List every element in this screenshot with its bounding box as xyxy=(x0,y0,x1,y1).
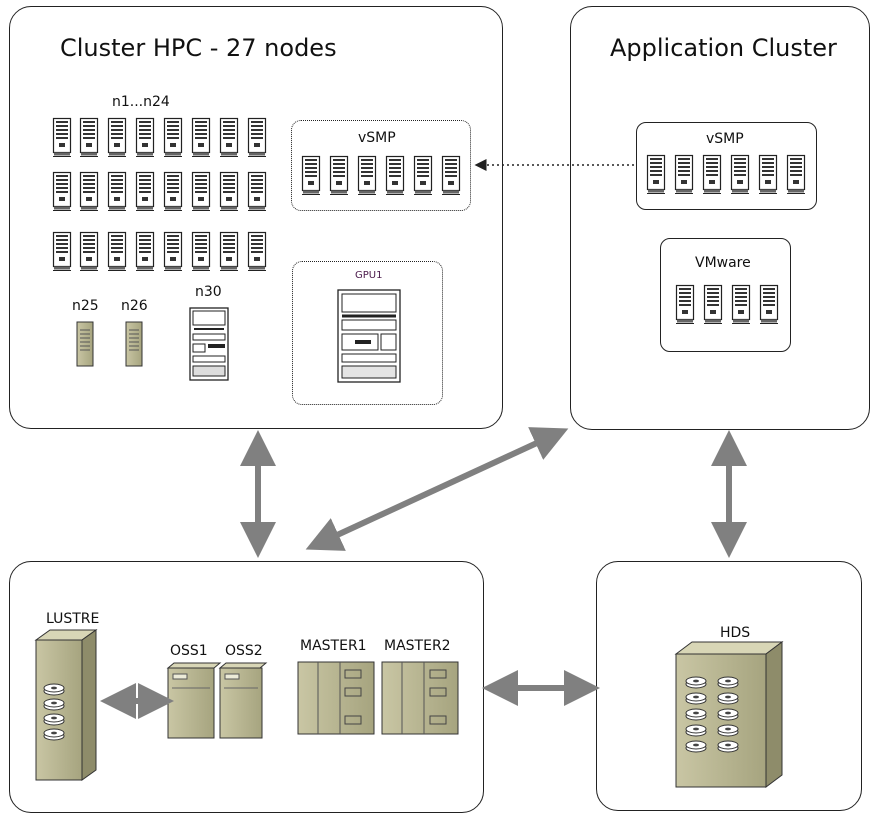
application-cluster-panel xyxy=(570,6,870,430)
vmware-label: VMware xyxy=(695,255,751,271)
master2-label: MASTER2 xyxy=(384,638,451,654)
storage-app-arrow xyxy=(305,427,569,551)
hds-panel xyxy=(596,561,862,811)
hpc-vsmp-group xyxy=(291,120,471,211)
hpc-vsmp-label: vSMP xyxy=(358,130,396,146)
n25-label: n25 xyxy=(72,298,99,314)
gpu-label: GPU1 xyxy=(355,270,383,281)
app-vsmp-label: vSMP xyxy=(706,131,744,147)
gpu-group xyxy=(292,261,443,405)
lustre-label: LUSTRE xyxy=(46,611,100,627)
oss1-label: OSS1 xyxy=(170,643,208,659)
master1-label: MASTER1 xyxy=(300,638,367,654)
n30-label: n30 xyxy=(195,284,222,300)
nodes-range-label: n1...n24 xyxy=(112,94,170,110)
application-cluster-title: Application Cluster xyxy=(610,34,837,62)
n26-label: n26 xyxy=(121,298,148,314)
hds-label: HDS xyxy=(720,625,751,641)
storage-panel xyxy=(9,561,484,813)
hpc-cluster-title: Cluster HPC - 27 nodes xyxy=(60,34,337,62)
oss2-label: OSS2 xyxy=(225,643,263,659)
